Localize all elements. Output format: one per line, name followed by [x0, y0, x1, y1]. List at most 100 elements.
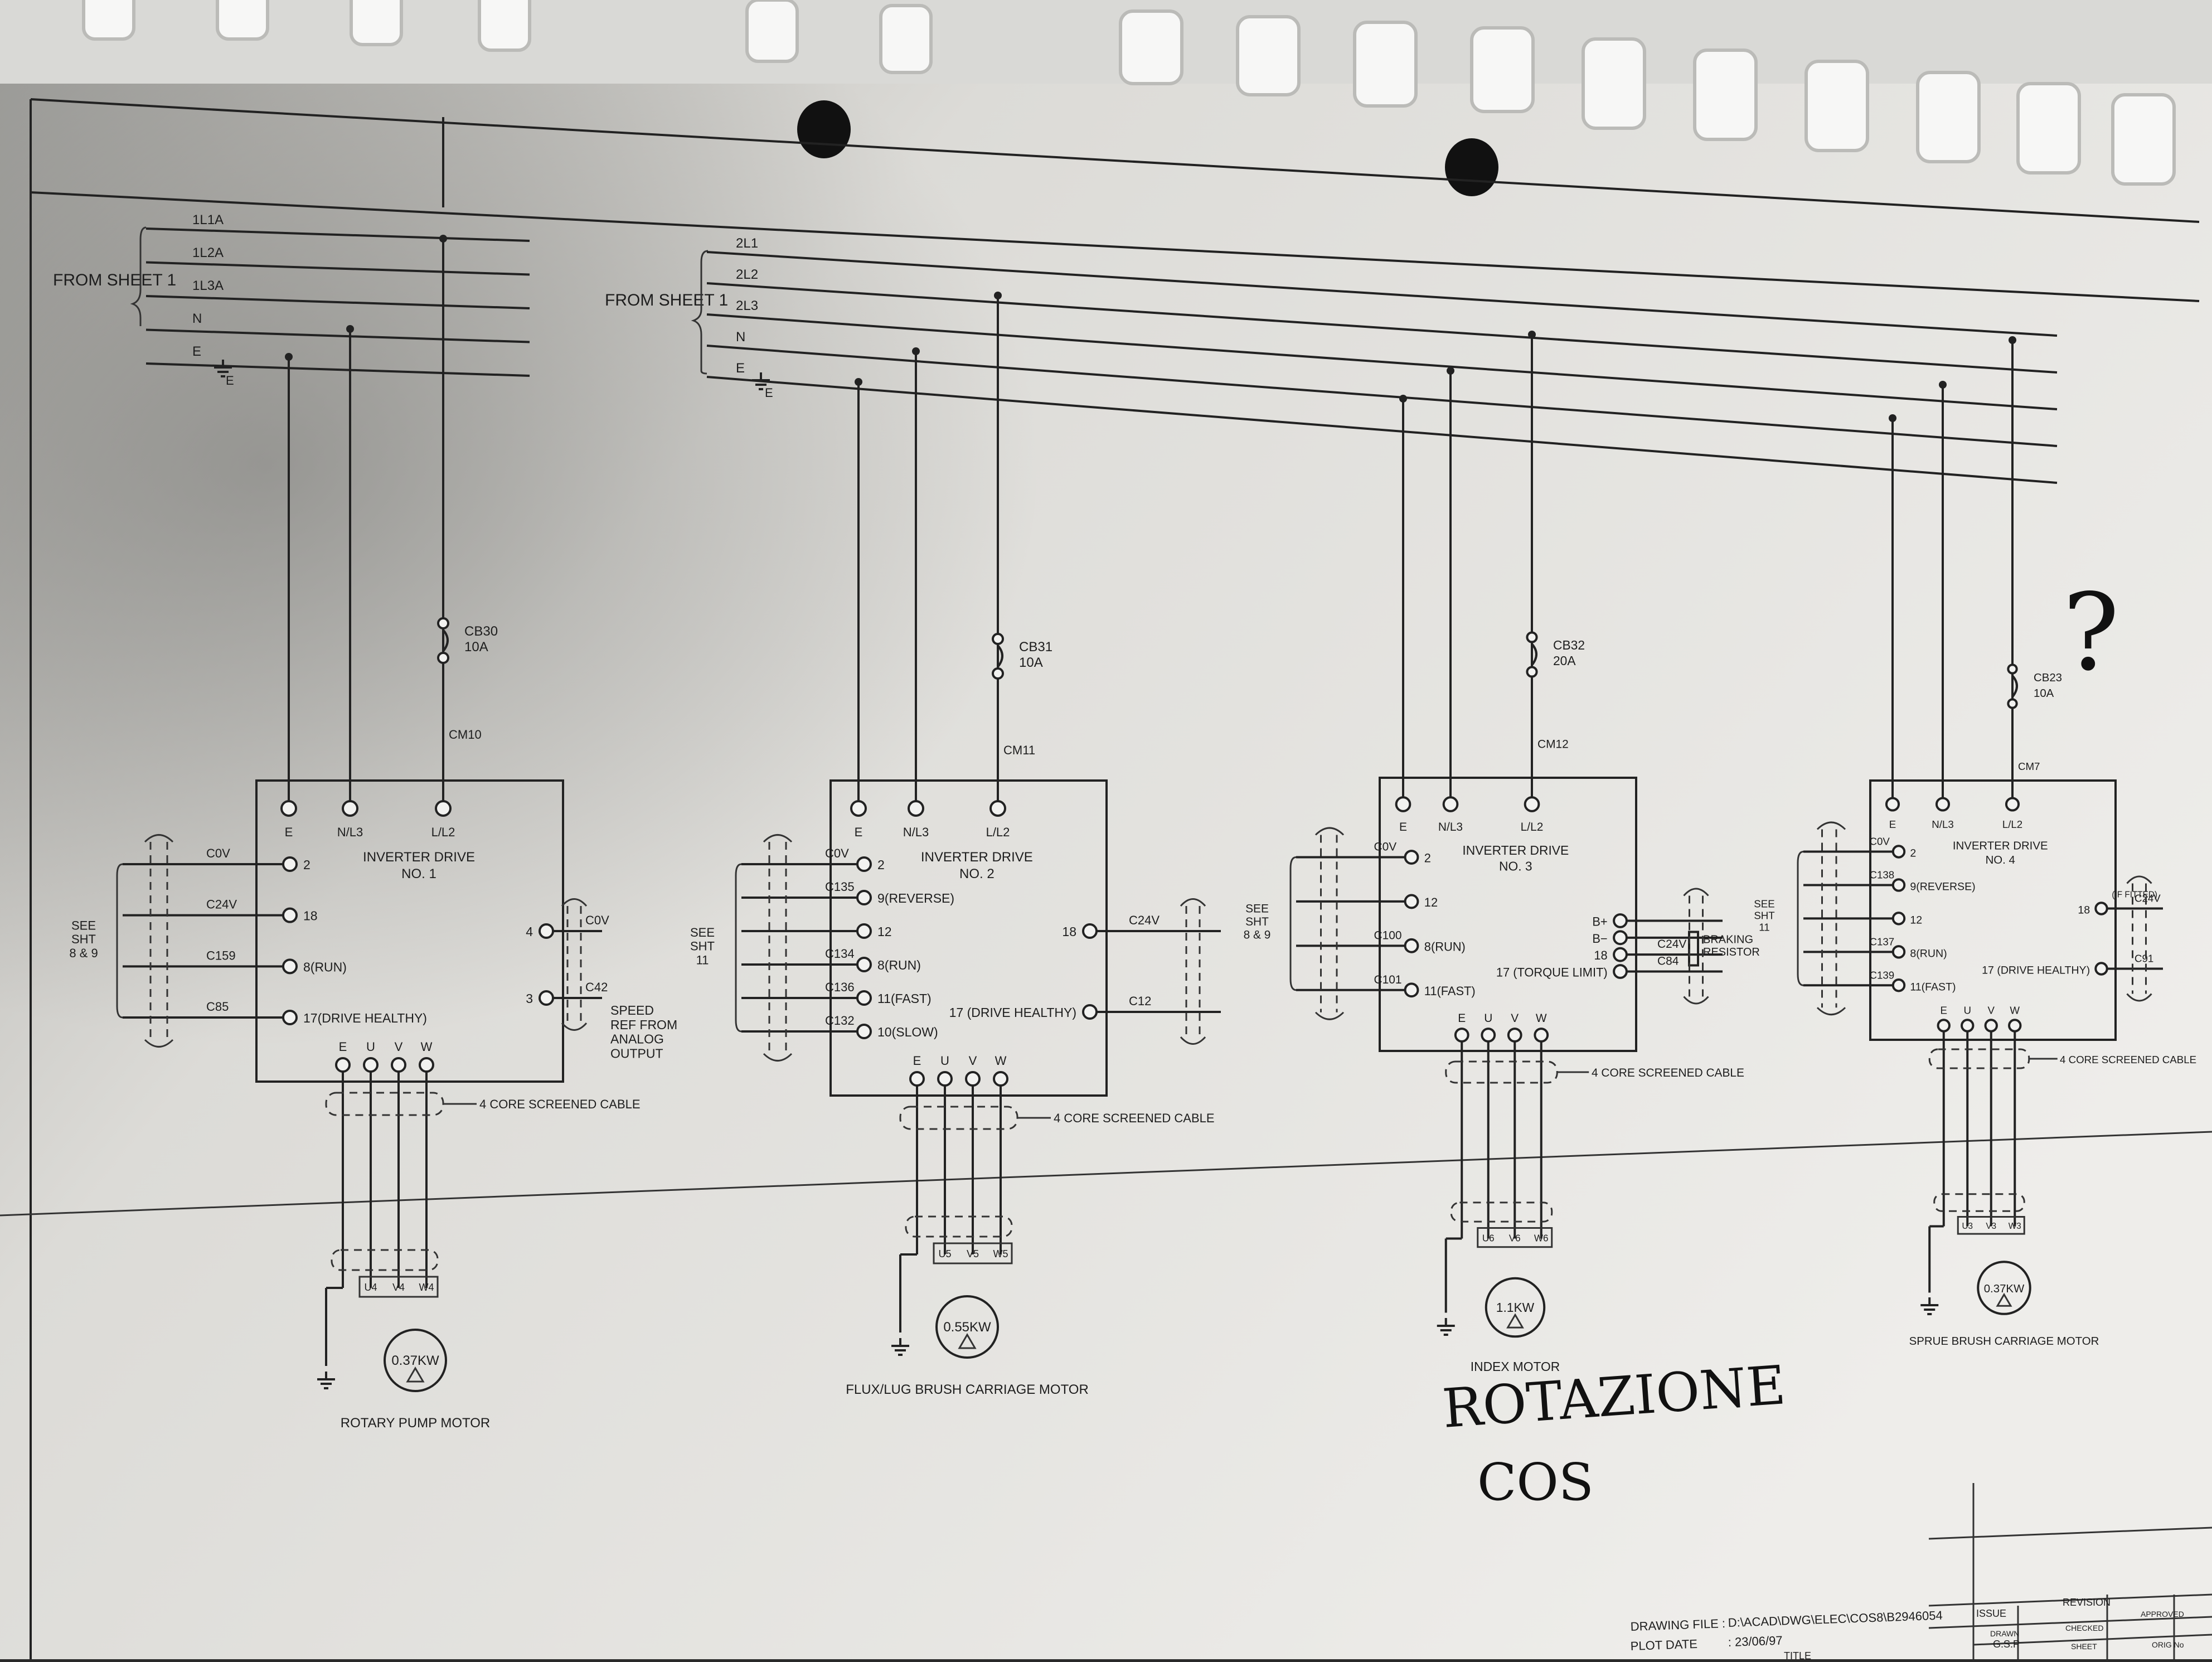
breaker-contact	[1526, 631, 1538, 643]
input-terminal-label: 2	[1424, 851, 1431, 865]
breaker-rating: 10A	[2034, 687, 2054, 700]
motor-terminal	[335, 1057, 351, 1073]
input-terminal-label: 8(RUN)	[303, 960, 347, 974]
input-terminal	[1891, 978, 1906, 992]
cable-label: 4 CORE SCREENED CABLE	[1592, 1067, 1744, 1079]
delta-symbol	[406, 1367, 425, 1383]
output-terminal	[2094, 902, 2108, 915]
motor-name: ROTARY PUMP MOTOR	[341, 1416, 491, 1431]
circuit-breaker	[442, 629, 449, 652]
busbar-line	[706, 251, 2058, 337]
motor-terminal-label: E	[1941, 1004, 1947, 1016]
motor-terminal	[1961, 1019, 1975, 1033]
input-terminal	[1891, 945, 1906, 959]
output-terminal-label: B−	[1592, 932, 1607, 946]
output-screen	[1683, 888, 1709, 897]
feeder-brace	[691, 250, 709, 375]
drive-number: NO. 1	[401, 866, 436, 881]
drive-number: NO. 4	[1986, 854, 2015, 866]
drawn-by-value: G.S.P	[1993, 1639, 2020, 1650]
checked-label: CHECKED	[2065, 1624, 2103, 1632]
motor-symbol	[384, 1329, 447, 1392]
supply-terminal	[1885, 797, 1900, 812]
input-terminal	[856, 957, 872, 972]
input-screen	[763, 834, 793, 843]
from-sheet-label: FROM SHEET 1	[53, 271, 176, 289]
drive-enclosure	[1379, 777, 1637, 1052]
busbar-line	[145, 227, 530, 242]
junction-dot	[1939, 381, 1947, 389]
drawing-file-label: DRAWING FILE :	[1630, 1616, 1725, 1634]
input-wire-label: C101	[1374, 973, 1402, 986]
supply-terminal-label: N/L3	[1932, 818, 1953, 830]
busbar-line	[145, 328, 530, 343]
circuit-breaker	[2011, 675, 2018, 698]
busbar-line	[706, 345, 2058, 447]
motor-terminal-label: V	[1988, 1004, 1995, 1016]
motor-terminal	[1534, 1028, 1549, 1043]
output-wire-label: C24V	[1657, 938, 1686, 951]
motor-terminal-label: U	[1964, 1004, 1972, 1016]
motor-phase-label: U5	[938, 1248, 951, 1259]
motor-terminal	[965, 1071, 981, 1087]
input-terminal	[282, 1010, 298, 1025]
busbar-label: 2L2	[736, 267, 758, 282]
output-terminal-label: 17 (DRIVE HEALTHY)	[1982, 965, 2090, 977]
motor-symbol	[1485, 1277, 1546, 1338]
motor-terminal	[1454, 1028, 1469, 1043]
input-terminal-label: 18	[303, 909, 318, 923]
motor-terminal-label: E	[339, 1040, 347, 1054]
supply-terminal	[342, 800, 358, 817]
motor-terminal-label: W	[1536, 1012, 1547, 1025]
busbar-label: 2L3	[736, 298, 758, 313]
title-block: DRAWING FILE : D:\ACAD\DWG\ELEC\COS8\B29…	[1630, 1483, 2212, 1661]
output-wire-label: C84	[1657, 955, 1679, 968]
supply-terminal-label: N/L3	[903, 825, 929, 839]
motor-phase-label: W4	[419, 1282, 434, 1293]
motor-terminal	[1937, 1019, 1951, 1033]
input-screen	[1816, 821, 1846, 830]
supply-terminal	[908, 800, 924, 817]
motor-cable-screen	[1450, 1201, 1553, 1223]
supply-terminal-label: E	[1399, 821, 1407, 834]
motor-rating: 0.37KW	[391, 1353, 439, 1368]
supply-terminal	[850, 800, 867, 817]
braking-resistor	[1688, 931, 1699, 967]
output-terminal-label: 4	[526, 924, 533, 939]
input-terminal-label: 9(REVERSE)	[1910, 880, 1975, 893]
input-terminal	[1891, 878, 1906, 892]
input-terminal-label: 9(REVERSE)	[877, 891, 954, 905]
input-terminal-label: 2	[1910, 847, 1916, 860]
input-terminal	[282, 856, 298, 872]
input-terminal	[856, 923, 872, 939]
input-terminal-label: 2	[877, 857, 885, 872]
delta-symbol	[1996, 1292, 2012, 1307]
breaker-id: CB31	[1019, 639, 1052, 655]
motor-terminal-box	[358, 1276, 439, 1298]
circuit-breaker	[1531, 643, 1537, 666]
motor-cable-screen	[331, 1249, 439, 1271]
motor-terminal	[363, 1057, 379, 1073]
drive-number: NO. 2	[959, 866, 995, 881]
title-label: TITLE	[1784, 1650, 1811, 1659]
output-terminal-label: 17 (TORQUE LIMIT)	[1496, 966, 1608, 980]
input-terminal	[1404, 894, 1419, 909]
motor-terminal-label: E	[1458, 1012, 1466, 1025]
output-wire-label: C24V	[1129, 913, 1160, 927]
input-wire-label: C135	[825, 880, 855, 894]
supply-terminal	[1935, 797, 1951, 812]
binding-strip	[0, 0, 2212, 84]
input-terminal	[282, 907, 298, 923]
input-terminal-label: 12	[1910, 914, 1922, 926]
motor-terminal-label: V	[1511, 1012, 1519, 1025]
breaker-contact	[1526, 666, 1538, 678]
motor-cable-screen	[905, 1215, 1013, 1238]
circuit-breaker	[997, 645, 1003, 668]
output-screen	[561, 898, 588, 907]
breaker-rating: 10A	[1019, 655, 1043, 670]
